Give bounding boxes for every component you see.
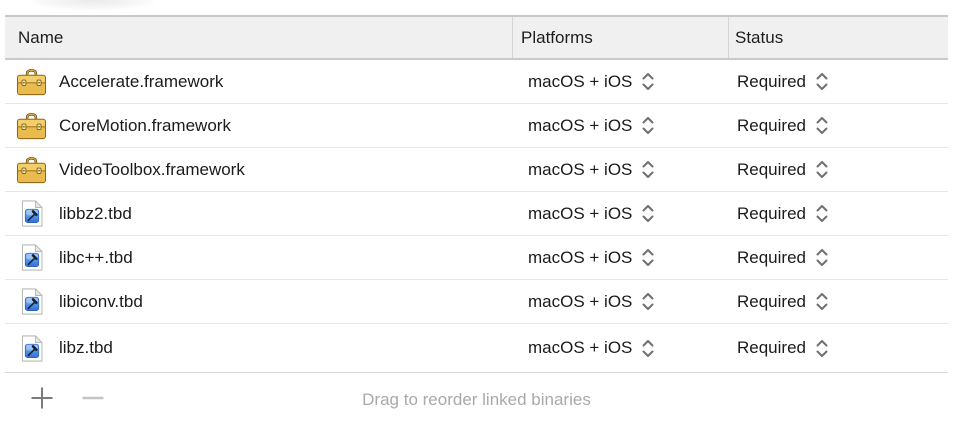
name-cell: Accelerate.framework	[5, 66, 512, 97]
status-cell: Required	[728, 115, 948, 136]
name-cell: CoreMotion.framework	[5, 110, 512, 141]
name-cell: VideoToolbox.framework	[5, 154, 512, 185]
status-popup[interactable]: Required	[737, 159, 829, 180]
up-down-chevrons-icon	[815, 247, 829, 268]
status-value: Required	[737, 71, 806, 91]
status-cell: Required	[728, 159, 948, 180]
column-header-status-label: Status	[735, 27, 784, 47]
tbd-document-icon	[16, 286, 47, 317]
platforms-value: macOS + iOS	[528, 338, 633, 357]
name-cell: libz.tbd	[5, 333, 512, 364]
column-header-name-label: Name	[18, 27, 64, 47]
table-row[interactable]: CoreMotion.framework macOS + iOS Require…	[5, 104, 948, 148]
binary-name: libbz2.tbd	[59, 203, 132, 223]
table-row[interactable]: libc++.tbd macOS + iOS Required	[5, 236, 948, 280]
binary-name: CoreMotion.framework	[59, 115, 231, 135]
up-down-chevrons-icon	[815, 71, 829, 92]
platforms-cell: macOS + iOS	[512, 115, 728, 136]
platforms-value: macOS + iOS	[528, 159, 633, 179]
platforms-cell: macOS + iOS	[512, 291, 728, 312]
status-popup[interactable]: Required	[737, 115, 829, 136]
up-down-chevrons-icon	[815, 115, 829, 136]
minus-icon	[81, 386, 105, 413]
table-row[interactable]: Accelerate.framework macOS + iOS Require…	[5, 60, 948, 104]
up-down-chevrons-icon	[815, 159, 829, 180]
up-down-chevrons-icon	[815, 338, 829, 359]
binary-name: Accelerate.framework	[59, 71, 224, 91]
platforms-popup[interactable]: macOS + iOS	[528, 115, 655, 136]
binary-name: VideoToolbox.framework	[59, 159, 245, 179]
platforms-popup[interactable]: macOS + iOS	[528, 71, 655, 92]
column-header-status: Status	[728, 17, 948, 58]
platforms-cell: macOS + iOS	[512, 247, 728, 268]
status-cell: Required	[728, 71, 948, 92]
status-popup[interactable]: Required	[737, 203, 829, 224]
tbd-document-icon	[16, 333, 47, 364]
platforms-cell: macOS + iOS	[512, 203, 728, 224]
remove-button[interactable]	[80, 386, 106, 412]
status-popup[interactable]: Required	[737, 338, 829, 359]
add-button[interactable]	[29, 386, 55, 412]
tbd-document-icon	[16, 198, 47, 229]
table-footer: Drag to reorder linked binaries	[5, 372, 948, 434]
name-cell: libbz2.tbd	[5, 198, 512, 229]
platforms-popup[interactable]: macOS + iOS	[528, 247, 655, 268]
platforms-value: macOS + iOS	[528, 247, 633, 267]
status-cell: Required	[728, 247, 948, 268]
table-row[interactable]: libbz2.tbd macOS + iOS Required	[5, 192, 948, 236]
platforms-popup[interactable]: macOS + iOS	[528, 203, 655, 224]
column-header-platforms: Platforms	[512, 17, 728, 58]
plus-icon	[30, 386, 54, 413]
platforms-cell: macOS + iOS	[512, 159, 728, 180]
status-popup[interactable]: Required	[737, 247, 829, 268]
binary-name: libiconv.tbd	[59, 291, 143, 311]
up-down-chevrons-icon	[641, 159, 655, 180]
status-value: Required	[737, 291, 806, 311]
status-value: Required	[737, 203, 806, 223]
framework-toolbox-icon	[16, 66, 47, 97]
table-row[interactable]: VideoToolbox.framework macOS + iOS Requi…	[5, 148, 948, 192]
status-cell: Required	[728, 203, 948, 224]
platforms-popup[interactable]: macOS + iOS	[528, 338, 655, 359]
platforms-value: macOS + iOS	[528, 115, 633, 135]
binary-name: libc++.tbd	[59, 247, 133, 267]
status-popup[interactable]: Required	[737, 291, 829, 312]
status-value: Required	[737, 247, 806, 267]
column-header-name: Name	[5, 17, 512, 58]
framework-toolbox-icon	[16, 154, 47, 185]
up-down-chevrons-icon	[641, 71, 655, 92]
name-cell: libiconv.tbd	[5, 286, 512, 317]
linked-binaries-table: Name Platforms Status	[5, 15, 948, 372]
up-down-chevrons-icon	[641, 115, 655, 136]
table-row[interactable]: libz.tbd macOS + iOS Required	[5, 324, 948, 372]
platforms-popup[interactable]: macOS + iOS	[528, 291, 655, 312]
name-cell: libc++.tbd	[5, 242, 512, 273]
platforms-cell: macOS + iOS	[512, 338, 728, 359]
status-popup[interactable]: Required	[737, 71, 829, 92]
cropped-control-remnant	[32, 0, 154, 10]
status-value: Required	[737, 115, 806, 135]
status-cell: Required	[728, 291, 948, 312]
up-down-chevrons-icon	[641, 203, 655, 224]
up-down-chevrons-icon	[815, 291, 829, 312]
status-value: Required	[737, 159, 806, 179]
column-header-platforms-label: Platforms	[521, 27, 593, 47]
status-value: Required	[737, 338, 806, 357]
platforms-value: macOS + iOS	[528, 291, 633, 311]
up-down-chevrons-icon	[641, 247, 655, 268]
platforms-popup[interactable]: macOS + iOS	[528, 159, 655, 180]
drag-reorder-hint: Drag to reorder linked binaries	[362, 390, 591, 409]
table-header: Name Platforms Status	[5, 15, 948, 60]
up-down-chevrons-icon	[641, 291, 655, 312]
tbd-document-icon	[16, 242, 47, 273]
status-cell: Required	[728, 338, 948, 359]
up-down-chevrons-icon	[641, 338, 655, 359]
up-down-chevrons-icon	[815, 203, 829, 224]
table-row[interactable]: libiconv.tbd macOS + iOS Required	[5, 280, 948, 324]
platforms-value: macOS + iOS	[528, 71, 633, 91]
binary-name: libz.tbd	[59, 338, 113, 357]
framework-toolbox-icon	[16, 110, 47, 141]
platforms-value: macOS + iOS	[528, 203, 633, 223]
platforms-cell: macOS + iOS	[512, 71, 728, 92]
